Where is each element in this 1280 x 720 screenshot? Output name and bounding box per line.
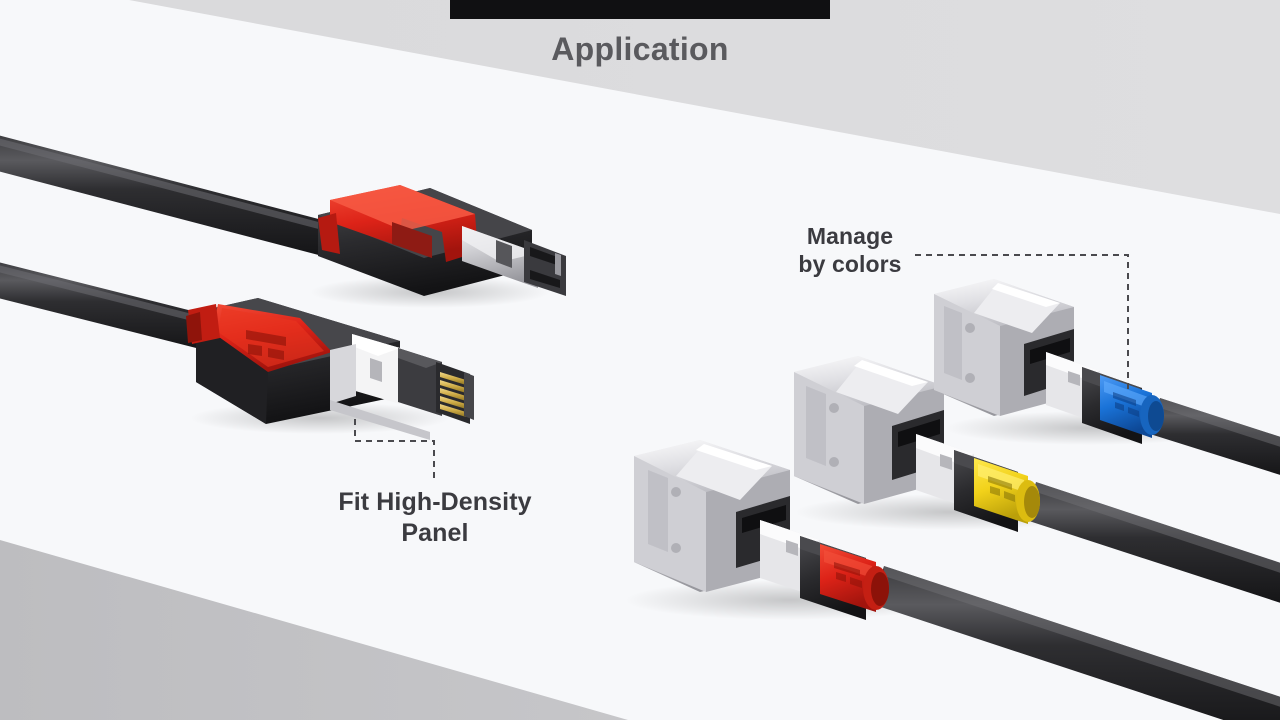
jack-yellow-assembly — [794, 356, 1280, 603]
brand-logo-mark — [246, 330, 286, 360]
background-top-band — [0, 0, 1280, 214]
brand-logo-mark-yellow — [988, 476, 1015, 502]
brand-logo-mark-red — [834, 562, 862, 588]
jack-blue-assembly — [934, 279, 1280, 475]
leader-line-manage-by-colors — [915, 254, 1129, 392]
brand-logo-mark-blue — [1113, 392, 1139, 417]
cable-lower-left — [0, 262, 212, 352]
callout-manage-by-colors: Manage by colors — [798, 223, 902, 278]
leader-line-fit-high-density-panel — [354, 418, 435, 478]
page-title: Application — [551, 31, 729, 67]
jack-red-assembly — [625, 440, 1280, 720]
plug-lower-red — [186, 298, 474, 440]
callout-fit-high-density-panel: Fit High-Density Panel — [338, 488, 532, 547]
background-bottom-band — [0, 540, 628, 720]
plug-top-red — [310, 185, 566, 308]
cable-upper-left — [0, 135, 330, 258]
title-black-bar — [450, 0, 830, 19]
gold-contacts — [440, 372, 466, 417]
